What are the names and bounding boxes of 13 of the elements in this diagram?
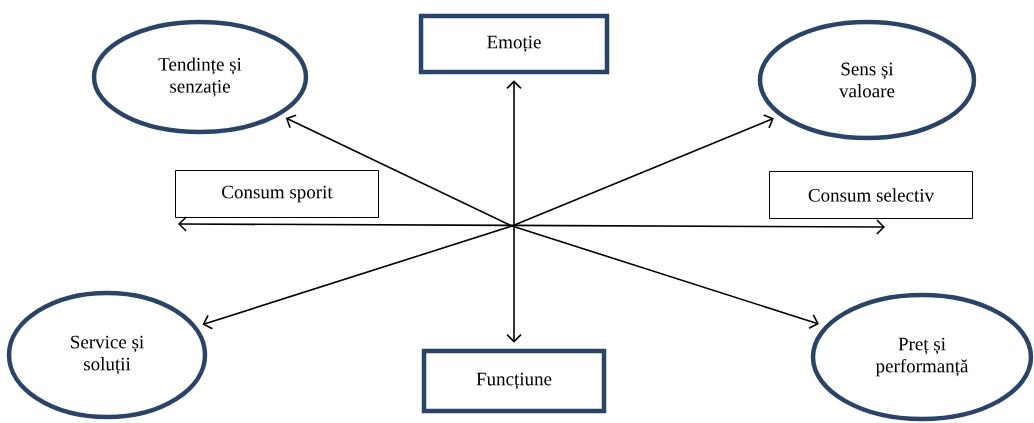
- label-box: Consum sporit: [175, 170, 379, 218]
- arrow: [285, 114, 513, 227]
- emphasis-box: Funcțiune: [421, 348, 607, 414]
- oval-node: Sens și valoare: [757, 19, 977, 141]
- oval-node: Preț și performanță: [810, 292, 1034, 422]
- oval-node: Tendințe și senzație: [91, 19, 309, 135]
- arrow: [511, 114, 774, 227]
- arrow: [511, 225, 819, 330]
- arrow: [506, 80, 522, 343]
- oval-node: Service și soluții: [6, 290, 208, 420]
- label-box: Consum selectiv: [769, 171, 973, 219]
- emphasis-box: Emoție: [418, 13, 610, 75]
- arrow: [202, 225, 513, 330]
